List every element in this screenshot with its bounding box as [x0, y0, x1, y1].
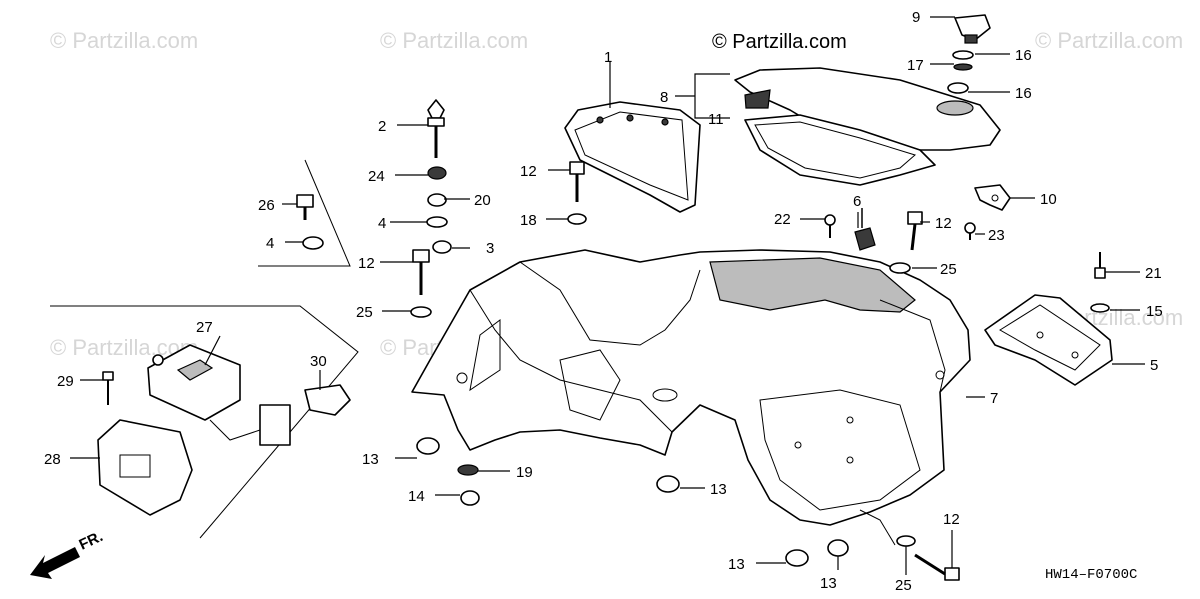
callout-25: 25 [356, 304, 373, 321]
detail-box-upper [258, 159, 351, 267]
callout-27: 27 [196, 319, 213, 336]
callout-13: 13 [362, 451, 379, 468]
callout-4: 4 [266, 235, 274, 252]
callout-29: 29 [57, 373, 74, 390]
bracket-module-part [97, 371, 193, 516]
nuts-bottom [416, 437, 960, 581]
callout-4: 4 [378, 215, 386, 232]
callout-13: 13 [710, 481, 727, 498]
callout-26: 26 [258, 197, 275, 214]
callout-16: 16 [1015, 47, 1032, 64]
brand-mark: © Partzilla.com [712, 31, 847, 53]
watermark-text: © Partzilla.com [1035, 28, 1183, 53]
lid-part [734, 67, 1001, 186]
module-part [147, 344, 351, 446]
diagram-code: HW14–F0700C [1045, 567, 1137, 583]
callout-12: 12 [943, 511, 960, 528]
callout-16: 16 [1015, 85, 1032, 102]
callout-9: 9 [912, 9, 920, 26]
callout-12: 12 [520, 163, 537, 180]
callout-5: 5 [1150, 357, 1158, 374]
callout-19: 19 [516, 464, 533, 481]
callout-28: 28 [44, 451, 61, 468]
direction-label: FR. [77, 528, 106, 554]
callout-30: 30 [310, 353, 327, 370]
callout-1: 1 [604, 49, 612, 66]
watermark-text: © Partzilla.com [380, 28, 528, 53]
callout-13: 13 [820, 575, 837, 592]
bolt-part [567, 161, 587, 225]
bracket-part [974, 184, 1011, 211]
rivet-part [1090, 252, 1110, 313]
callout-21: 21 [1145, 265, 1162, 282]
callout-7: 7 [990, 390, 998, 407]
callout-25: 25 [895, 577, 912, 594]
callout-18: 18 [520, 212, 537, 229]
callout-8: 8 [660, 89, 668, 106]
callout-13: 13 [728, 556, 745, 573]
callout-3: 3 [486, 240, 494, 257]
callout-12: 12 [358, 255, 375, 272]
cover-part [984, 294, 1113, 386]
fastener-detail-upper [296, 194, 324, 250]
cap-part [947, 14, 991, 94]
small-fasteners-center [824, 208, 976, 274]
callout-20: 20 [474, 192, 491, 209]
leader-lines [70, 16, 1145, 575]
rear-panel-part [564, 101, 701, 213]
rear-fender-part [411, 249, 971, 546]
callout-25: 25 [940, 261, 957, 278]
callout-24: 24 [368, 168, 385, 185]
callout-2: 2 [378, 118, 386, 135]
front-direction-arrow: FR. [30, 528, 106, 579]
callout-23: 23 [988, 227, 1005, 244]
callout-6: 6 [853, 193, 861, 210]
callout-15: 15 [1146, 303, 1163, 320]
callout-17: 17 [907, 57, 924, 74]
callout-10: 10 [1040, 191, 1057, 208]
callout-14: 14 [408, 488, 425, 505]
callout-12: 12 [935, 215, 952, 232]
fastener-stack-left [410, 99, 452, 318]
callout-numbers: 1 2 3 4 4 5 6 7 8 9 10 11 12 12 12 12 13… [44, 9, 1163, 594]
watermark-text: © Partzilla.com [50, 28, 198, 53]
callout-11: 11 [708, 111, 724, 128]
callout-22: 22 [774, 211, 791, 228]
